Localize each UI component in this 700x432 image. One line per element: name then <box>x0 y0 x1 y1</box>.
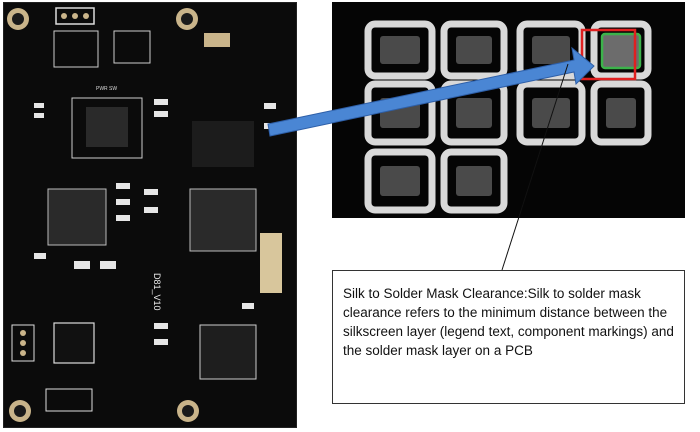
pcb-board-graphic: PWR SW <box>4 3 296 427</box>
bga-chip-center <box>189 188 257 252</box>
bga-chip-top <box>71 97 143 159</box>
mounting-hole-bottom-right <box>177 400 199 422</box>
zoomed-pad-photo <box>332 2 685 218</box>
pwr-sw-label: PWR SW <box>96 86 117 92</box>
callout-box: Silk to Solder Mask Clearance:Silk to so… <box>332 270 685 404</box>
mounting-hole-top-left <box>7 8 29 30</box>
mounting-hole-bottom-left <box>9 400 31 422</box>
pcb-board-photo: PWR SW <box>3 2 297 428</box>
zoomed-pads-graphic <box>332 2 685 218</box>
bga-grid-right <box>192 121 254 167</box>
mounting-hole-top-right <box>176 8 198 30</box>
highlighted-pad <box>600 32 642 70</box>
bga-chip-left <box>47 188 107 246</box>
board-version-label: D81_V10 <box>152 273 162 311</box>
callout-text: Silk to Solder Mask Clearance:Silk to so… <box>343 286 674 358</box>
qfp-chip <box>199 324 257 380</box>
